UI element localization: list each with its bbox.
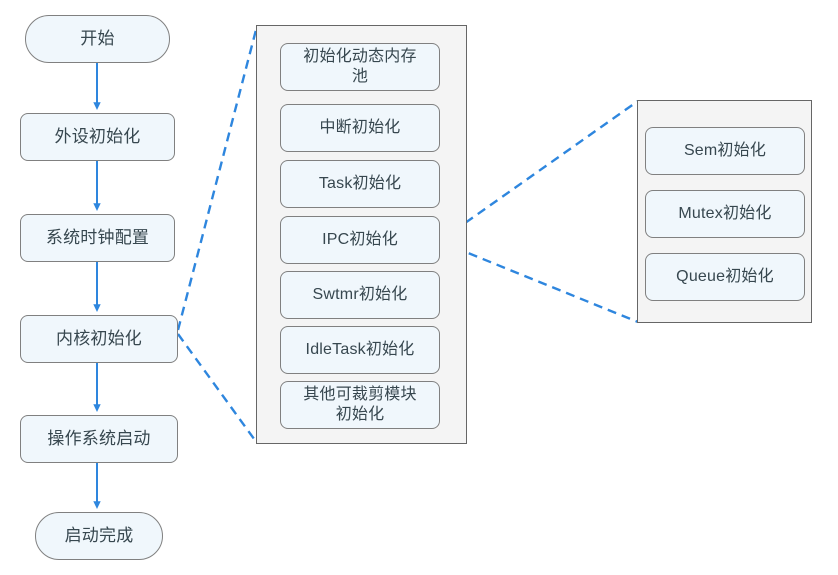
node-start[interactable]: 开始 bbox=[25, 15, 170, 63]
dashed-link-ipc-to-panel-top bbox=[440, 100, 639, 241]
node-task-init[interactable]: Task初始化 bbox=[280, 160, 440, 208]
node-ipc-init[interactable]: IPC初始化 bbox=[280, 216, 440, 264]
node-os-start[interactable]: 操作系统启动 bbox=[20, 415, 178, 463]
node-mutex-init[interactable]: Mutex初始化 bbox=[645, 190, 805, 238]
dashed-link-ipc-to-panel-bottom bbox=[440, 240, 639, 324]
node-interrupt-init[interactable]: 中断初始化 bbox=[280, 104, 440, 152]
node-dynamic-memory-pool-init[interactable]: 初始化动态内存 池 bbox=[280, 43, 440, 91]
node-swtmr-init[interactable]: Swtmr初始化 bbox=[280, 271, 440, 319]
node-system-clock-config[interactable]: 系统时钟配置 bbox=[20, 214, 175, 262]
node-peripheral-init[interactable]: 外设初始化 bbox=[20, 113, 175, 161]
node-queue-init[interactable]: Queue初始化 bbox=[645, 253, 805, 301]
node-optional-module-init[interactable]: 其他可裁剪模块 初始化 bbox=[280, 381, 440, 429]
dashed-link-kernel-to-panel-top bbox=[176, 25, 259, 331]
node-boot-complete[interactable]: 启动完成 bbox=[35, 512, 163, 560]
node-idletask-init[interactable]: IdleTask初始化 bbox=[280, 326, 440, 374]
node-kernel-init[interactable]: 内核初始化 bbox=[20, 315, 178, 363]
node-sem-init[interactable]: Sem初始化 bbox=[645, 127, 805, 175]
dashed-link-kernel-to-panel-bottom bbox=[177, 333, 258, 444]
